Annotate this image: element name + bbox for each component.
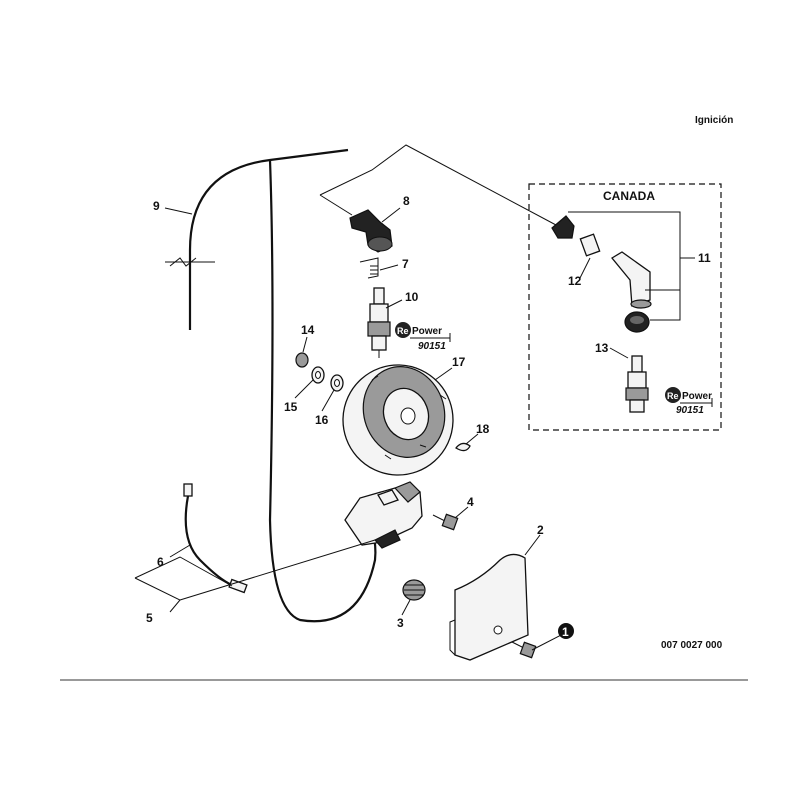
flywheel xyxy=(342,364,454,476)
label-part-10: 10 xyxy=(405,290,419,304)
part-1-circle xyxy=(558,623,574,639)
repower-re-2: Re xyxy=(667,391,679,401)
washers xyxy=(295,352,344,392)
ignition-module xyxy=(344,481,423,549)
label-part-17: 17 xyxy=(452,355,466,369)
nut-3 xyxy=(402,579,426,601)
label-part-4: 4 xyxy=(467,495,474,509)
clip xyxy=(359,257,379,279)
label-part-18: 18 xyxy=(476,422,490,436)
cover-plate xyxy=(449,553,529,661)
ignition-cable xyxy=(165,148,377,623)
label-part-8: 8 xyxy=(403,194,410,208)
repower-number-2: 90151 xyxy=(676,405,704,416)
drawing-number: 007 0027 000 xyxy=(661,640,723,651)
part-labels: 9 8 7 10 14 15 16 17 18 4 2 6 5 3 11 12 … xyxy=(146,194,711,639)
label-part-15: 15 xyxy=(284,400,298,414)
label-part-11: 11 xyxy=(698,251,711,265)
label-part-1: 1 xyxy=(562,625,569,639)
label-part-3: 3 xyxy=(397,616,404,630)
label-part-2: 2 xyxy=(537,523,544,537)
repower-re-1: Re xyxy=(397,326,409,336)
repower-power-1: Power xyxy=(412,326,442,337)
label-part-9: 9 xyxy=(153,199,160,213)
repower-badge-2: Re Power 90151 xyxy=(665,387,713,416)
spark-plug-13 xyxy=(625,355,649,413)
canada-terminal-nut xyxy=(551,215,575,239)
ground-wire xyxy=(183,483,248,594)
header-fragment: Ignición xyxy=(695,115,733,126)
repower-number-1: 90151 xyxy=(418,341,446,352)
label-part-12: 12 xyxy=(568,274,582,288)
repower-power-2: Power xyxy=(682,391,712,402)
canada-title: CANADA xyxy=(603,189,655,203)
screw-1 xyxy=(511,641,537,659)
canada-boot-11 xyxy=(611,251,652,309)
label-part-16: 16 xyxy=(315,413,329,427)
woodruff-key xyxy=(455,442,471,452)
label-part-6: 6 xyxy=(157,555,164,569)
canada-bracket xyxy=(568,211,695,321)
repower-badge-1: Re Power 90151 xyxy=(395,322,451,352)
canada-box: CANADA xyxy=(528,183,722,431)
label-part-5: 5 xyxy=(146,611,153,625)
screw-4 xyxy=(432,513,459,531)
bracket-lines xyxy=(319,144,557,226)
spark-plug-10 xyxy=(367,287,391,358)
canada-terminal-12 xyxy=(579,233,601,257)
label-part-13: 13 xyxy=(595,341,609,355)
spark-plug-boot xyxy=(349,209,393,253)
canada-seal-ring xyxy=(624,311,650,333)
leader-lines xyxy=(134,207,629,651)
label-part-7: 7 xyxy=(402,257,409,271)
label-part-14: 14 xyxy=(301,323,315,337)
